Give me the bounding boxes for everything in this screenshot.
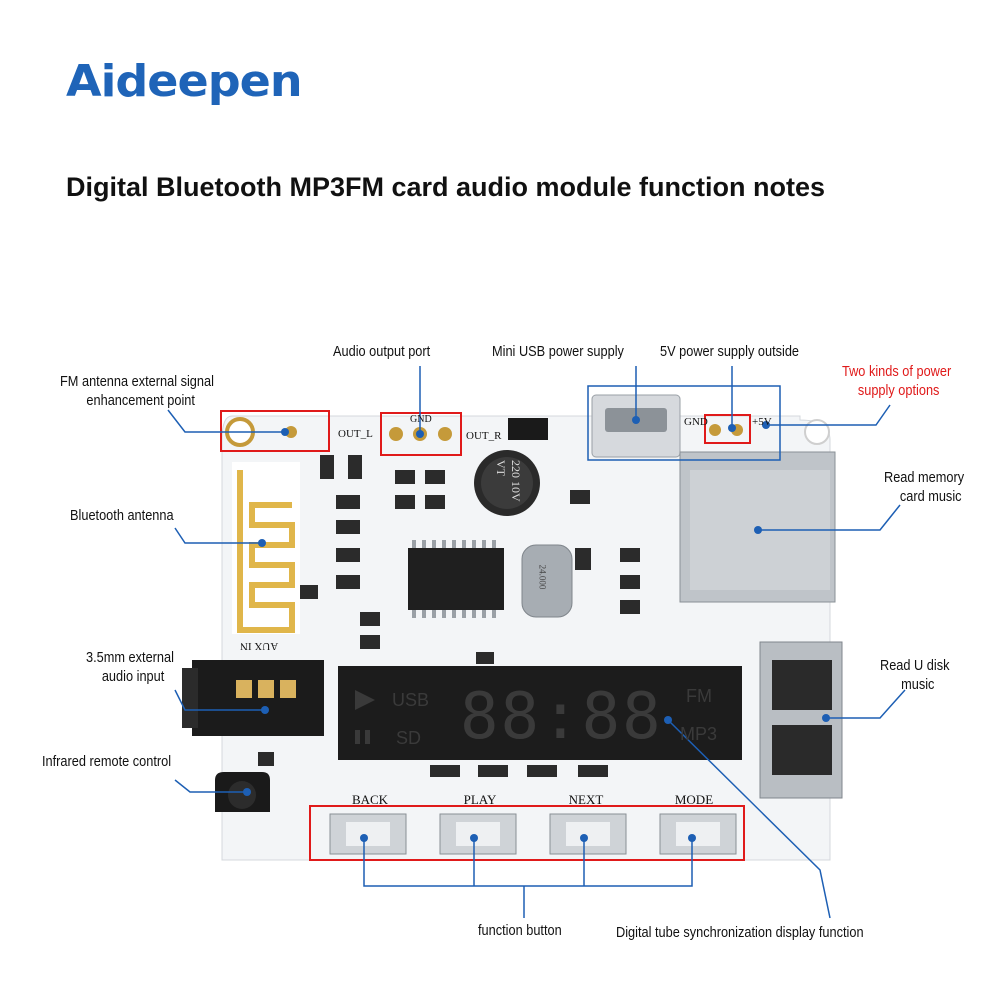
page-title: Digital Bluetooth MP3FM card audio modul… [66,172,825,202]
power-5v-callout: 5V power supply outside [660,344,800,360]
tactile-buttons [329,813,737,855]
out-l-label: OUT_L [338,428,373,440]
display-digits: 88:88 [460,680,663,754]
back-button-label: BACK [351,792,389,807]
main-chip [408,548,504,610]
mini-usb-callout: Mini USB power supply [492,344,624,360]
power-gnd-pin [709,424,721,436]
audio-output-callout: Audio output port [333,344,431,360]
smd-components [258,455,640,777]
two-kinds-callout: Two kinds of power supply options [842,364,952,399]
mode-button-label: MODE [674,792,714,807]
next-button-label: NEXT [568,792,604,807]
highlight-boxes [220,410,751,861]
aux-in-label: AUX IN [240,640,279,652]
display-fm: FM [686,686,712,706]
out-l-pin [389,427,403,441]
plus5v-label: +5V [752,416,772,428]
aux-input-callout: 3.5mm external audio input [86,650,174,685]
crystal-oscillator [521,544,573,618]
out-r-label: OUT_R [466,430,502,442]
power-gnd-label: GND [684,416,708,428]
display-mp3: MP3 [680,724,718,744]
gnd-label: GND [410,414,432,425]
infrared-callout: Infrared remote control [42,754,172,770]
out-r-pin [438,427,452,441]
crystal-label: 24.000 [537,564,548,590]
bluetooth-antenna-trace [237,470,295,633]
pointer-dots [243,416,830,842]
display-sd: SD [396,728,422,748]
led-display [338,666,742,760]
fm-antenna-pad [285,426,297,438]
logo-letter: A [66,55,102,107]
pointer-lines [167,366,906,919]
bluetooth-antenna-callout: Bluetooth antenna [70,508,174,524]
brand-logo: Aideepen [66,55,303,107]
capacitor-label: 220 10V VT [494,460,523,502]
read-memory-callout: Read memory card music [884,470,965,505]
fm-antenna-callout: FM antenna external signal enhancement p… [60,374,214,409]
play-button-label: PLAY [463,792,497,807]
display-usb: USB [392,690,430,710]
regulator-ic [508,418,548,440]
logo-text: ideepen [100,55,303,107]
function-button-callout: function button [478,923,562,939]
digital-tube-callout: Digital tube synchronization display fun… [616,925,864,941]
read-udisk-callout: Read U disk music [880,658,950,693]
mounting-hole [804,419,830,445]
